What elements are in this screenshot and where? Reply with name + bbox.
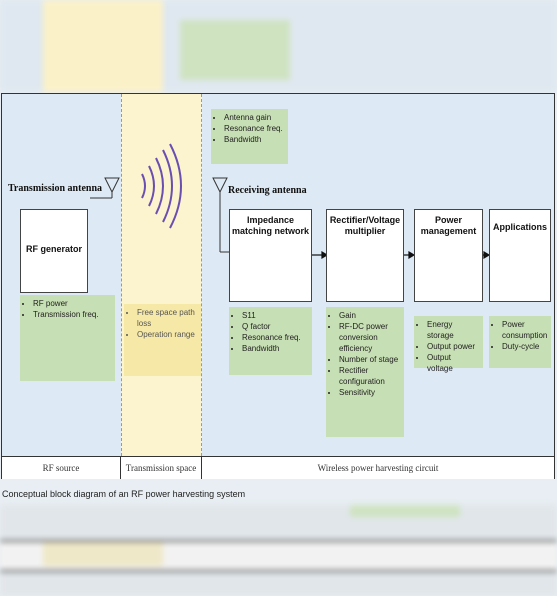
param-item: Antenna gain (224, 112, 284, 123)
param-item: S11 (242, 310, 308, 321)
flow-arrows (312, 250, 491, 260)
param-item: Energy storage (427, 319, 479, 341)
impedance-params: S11 Q factor Resonance freq. Bandwidth (229, 307, 312, 375)
applications-params: Power consumption Duty-cycle (489, 316, 551, 368)
param-item: Resonance freq. (242, 332, 308, 343)
transmission-antenna-icon (90, 177, 120, 199)
power-management-params: Energy storage Output power Output volta… (414, 316, 483, 373)
transmission-antenna-label: Transmission antenna (8, 183, 103, 194)
rectifier-params: Gain RF-DC power conversion efficiency N… (326, 307, 404, 437)
param-item: Free space path loss (137, 307, 197, 329)
receiving-antenna-label: Receiving antenna (228, 185, 307, 196)
param-item: RF power (33, 298, 111, 309)
param-item: Bandwidth (242, 343, 308, 354)
receiving-antenna-icon (212, 177, 229, 253)
block-diagram: Transmission antenna (1, 93, 555, 479)
power-management-label: Power management (420, 215, 477, 236)
rf-wave-icon (141, 143, 182, 229)
rectifier-block: Rectifier/Voltage multiplier (326, 209, 404, 302)
param-item: Rectifier configuration (339, 365, 400, 387)
param-item: Transmission freq. (33, 309, 111, 320)
param-item: Q factor (242, 321, 308, 332)
param-item: Gain (339, 310, 400, 321)
rectifier-label: Rectifier/Voltage multiplier (329, 215, 401, 236)
param-item: Bandwidth (224, 134, 284, 145)
param-item: Sensitivity (339, 387, 400, 398)
param-item: RF-DC power conversion efficiency (339, 321, 400, 354)
rf-generator-label: RF generator (25, 244, 82, 254)
param-item: Resonance freq. (224, 123, 284, 134)
param-item: Power consumption (502, 319, 547, 341)
param-item: Output power (427, 341, 479, 352)
impedance-matching-label: Impedance matching network (231, 215, 309, 236)
rf-source-params: RF power Transmission freq. (20, 295, 115, 381)
diagram-footer: RF source Transmission space Wireless po… (2, 456, 554, 479)
figure-caption: Conceptual block diagram of an RF power … (2, 489, 246, 499)
transmission-space-column (121, 94, 202, 456)
param-item: Duty-cycle (502, 341, 547, 352)
antenna-params: Antenna gain Resonance freq. Bandwidth (211, 109, 288, 164)
power-management-block: Power management (414, 209, 483, 302)
footer-transmission-space: Transmission space (121, 457, 202, 479)
space-params: Free space path loss Operation range (124, 304, 201, 376)
applications-block: Applications (489, 209, 551, 302)
impedance-matching-block: Impedance matching network (229, 209, 312, 302)
param-item: Output voltage (427, 352, 479, 374)
applications-label: Applications (492, 222, 547, 232)
param-item: Number of stage (339, 354, 400, 365)
rf-generator-block: RF generator (20, 209, 88, 293)
param-item: Operation range (137, 329, 197, 340)
footer-rf-source: RF source (2, 457, 121, 479)
footer-harvesting-circuit: Wireless power harvesting circuit (317, 463, 439, 473)
